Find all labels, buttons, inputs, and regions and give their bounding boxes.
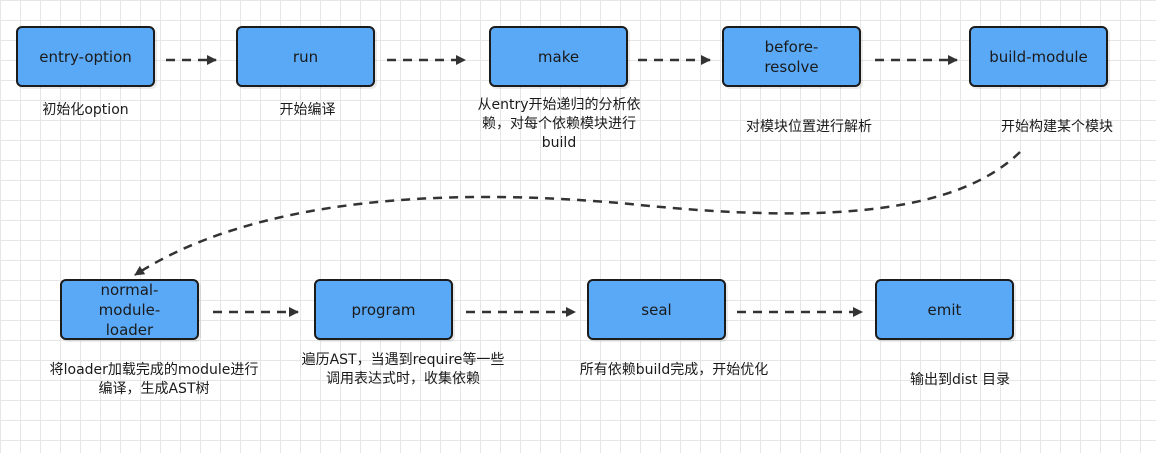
node-program[interactable]: program: [314, 279, 453, 340]
node-emit[interactable]: emit: [875, 279, 1014, 340]
node-label: before- resolve: [764, 37, 819, 76]
node-label: normal- module- loader: [98, 280, 161, 339]
caption-before-resolve: 对模块位置进行解析: [746, 119, 872, 135]
caption-seal: 所有依赖build完成，开始优化: [579, 362, 769, 378]
caption-build-module: 开始构建某个模块: [1001, 119, 1113, 135]
caption-entry-option: 初始化option: [42, 102, 129, 118]
caption-make: 从entry开始递归的分析依赖，对每个依赖模块进行build: [477, 97, 641, 151]
node-label: seal: [641, 300, 672, 319]
node-make[interactable]: make: [489, 26, 628, 87]
caption-run: 开始编译: [279, 102, 336, 118]
node-entry-option[interactable]: entry-option: [16, 26, 155, 87]
node-label: entry-option: [39, 47, 132, 66]
node-label: run: [292, 47, 319, 66]
caption-program: 遍历AST，当遇到require等一些调用表达式时，收集依赖: [301, 352, 505, 387]
node-label: program: [351, 300, 416, 319]
edge-build-module-to-normal-module-loader: [134, 151, 1021, 277]
node-seal[interactable]: seal: [587, 279, 726, 340]
node-label: emit: [927, 300, 962, 319]
caption-normal-module-loader: 将loader加载完成的module进行编译，生成AST树: [49, 362, 259, 397]
caption-emit: 输出到dist 目录: [909, 372, 1010, 388]
node-run[interactable]: run: [236, 26, 375, 87]
node-build-module[interactable]: build-module: [969, 26, 1108, 87]
node-label: make: [537, 47, 580, 66]
node-before-resolve[interactable]: before- resolve: [722, 26, 861, 87]
node-normal-module-loader[interactable]: normal- module- loader: [60, 279, 199, 340]
node-label: build-module: [989, 47, 1088, 66]
